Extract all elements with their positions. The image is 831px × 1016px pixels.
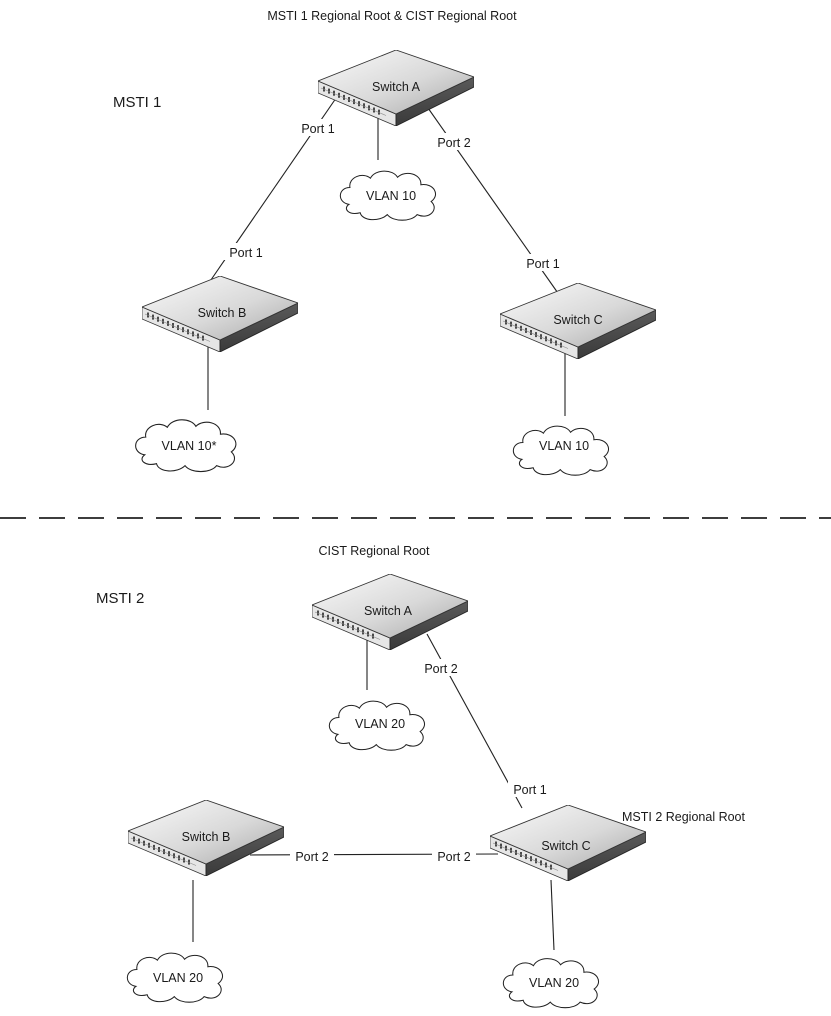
msti2-switch-c-label: Switch C: [541, 839, 590, 853]
msti1-switch-c-label: Switch C: [553, 313, 602, 327]
msti2-vlan-cloud-a: VLAN 20: [328, 700, 426, 751]
msti2-section: CIST Regional Root MSTI 2 MSTI 2 Regiona…: [96, 544, 746, 1009]
msti1-port-c-to-a: Port 1: [526, 257, 559, 271]
msti1-switch-a[interactable]: Switch A: [318, 50, 474, 126]
msti1-switch-b-label: Switch B: [198, 306, 247, 320]
msti2-port-c-to-a: Port 1: [513, 783, 546, 797]
msti1-vlan-b-label: VLAN 10*: [162, 439, 217, 453]
msti1-vlan-c-label: VLAN 10: [539, 439, 589, 453]
msti1-port-a-to-c: Port 2: [437, 136, 470, 150]
msti1-root-caption: MSTI 1 Regional Root & CIST Regional Roo…: [267, 9, 517, 23]
msti1-switch-a-label: Switch A: [372, 80, 421, 94]
msti2-switch-b-label: Switch B: [182, 830, 231, 844]
msti2-vlan-cloud-c: VLAN 20: [502, 957, 600, 1009]
msti2-section-label: MSTI 2: [96, 590, 144, 607]
msti1-port-a-to-b: Port 1: [301, 122, 334, 136]
msti1-switch-c[interactable]: Switch C: [500, 283, 656, 359]
msti2-vlan-b-label: VLAN 20: [153, 971, 203, 985]
msti2-switch-a-label: Switch A: [364, 604, 413, 618]
msti2-root-caption: CIST Regional Root: [319, 544, 430, 558]
msti2-switch-b[interactable]: Switch B: [128, 800, 284, 876]
msti1-vlan-cloud-a: VLAN 10: [339, 170, 437, 221]
msti1-switch-b[interactable]: Switch B: [142, 276, 298, 352]
msti2-regional-root-caption: MSTI 2 Regional Root: [622, 810, 746, 824]
msti2-vlan-cloud-b: VLAN 20: [126, 952, 224, 1003]
msti2-switch-c[interactable]: Switch C: [490, 805, 646, 881]
msti2-port-c-to-b: Port 2: [437, 850, 470, 864]
msti1-vlan-a-label: VLAN 10: [366, 189, 416, 203]
msti2-port-b-to-c: Port 2: [295, 850, 328, 864]
msti1-vlan-cloud-b: VLAN 10*: [134, 419, 237, 473]
msti1-port-b-to-a: Port 1: [229, 246, 262, 260]
msti1-section-label: MSTI 1: [113, 94, 161, 111]
msti2-port-a-to-c: Port 2: [424, 662, 457, 676]
msti1-section: MSTI 1 Regional Root & CIST Regional Roo…: [113, 9, 656, 476]
msti2-drop-c: [550, 879, 555, 951]
msti2-switch-a[interactable]: Switch A: [312, 574, 468, 650]
msti2-vlan-a-label: VLAN 20: [355, 717, 405, 731]
msti2-vlan-c-label: VLAN 20: [529, 976, 579, 990]
msti1-vlan-cloud-c: VLAN 10: [512, 425, 610, 476]
